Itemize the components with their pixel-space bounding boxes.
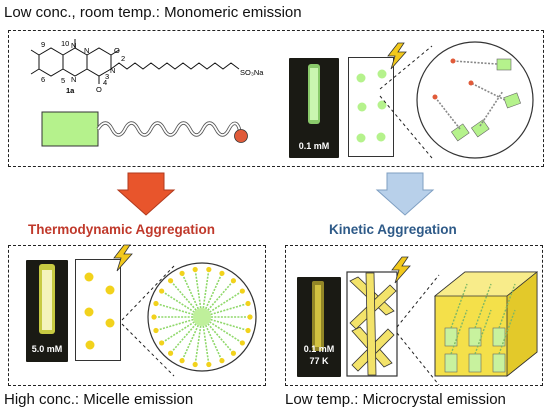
micelle-head (230, 350, 237, 356)
vial-monomer: 0.1 mM (289, 58, 339, 158)
compound-label: 1a (66, 86, 75, 95)
sulfonate-label: SO₃Na (240, 68, 264, 77)
atom-label: 2 (121, 54, 125, 63)
crystal-tail (474, 283, 492, 329)
crystal-chromophore (444, 353, 458, 373)
micelle-head (245, 327, 251, 334)
zoom-lines-micelle (121, 265, 175, 377)
atom-label: 10 (61, 39, 69, 48)
vial-monomer-glow (308, 64, 320, 124)
vial-micelle: 5.0 mM (26, 260, 68, 362)
crystal-tail (450, 309, 468, 355)
microcrystal-panel (285, 245, 543, 386)
atom-label: 6 (41, 75, 45, 84)
atom-label: N (71, 41, 76, 50)
micelle-head (245, 300, 251, 307)
atom-label: 5 (61, 76, 65, 85)
micelle-head (247, 314, 253, 320)
micelle-head (239, 288, 245, 294)
monomer-dots (356, 69, 387, 143)
atom-label: 4 (103, 78, 107, 87)
micelle-dots (84, 272, 115, 350)
micelle-head (151, 314, 157, 320)
chromophore-head (41, 111, 99, 147)
atom-label: N (84, 46, 89, 55)
monomer-cartoon (41, 111, 248, 147)
micelle-head (219, 358, 225, 364)
vial-microcrystal: 0.1 mM 77 K (297, 277, 341, 377)
atom-label: N (110, 66, 115, 75)
micelle-head (167, 278, 174, 284)
crystal-tail (498, 309, 516, 355)
micelle-head (159, 288, 165, 294)
micelle-head (192, 361, 198, 368)
zoom-lines-crystal (396, 274, 440, 386)
vial-microcrystal-glow (312, 281, 324, 351)
crystal-chromophore (492, 353, 506, 373)
micelle-head (219, 270, 225, 276)
vial-monomer-label: 0.1 mM (298, 141, 330, 151)
micelle-head (230, 278, 237, 284)
micelle-zoom-circle (147, 262, 257, 372)
lightning-icon (391, 256, 411, 284)
bottom-left-caption: High conc.: Micelle emission (4, 391, 194, 408)
micelle-dots-panel (75, 259, 121, 361)
sulfonate-dot (234, 129, 248, 143)
crystal-chromophore (468, 353, 482, 373)
micelle-spoke (210, 303, 247, 316)
kinetic-heading: Kinetic Aggregation (329, 222, 457, 237)
micelle-spoke (162, 291, 195, 313)
atom-label: O (114, 46, 120, 55)
atom-label: O (96, 85, 102, 94)
zoom-lines-top (379, 45, 433, 159)
bottom-right-caption: Low temp.: Microcrystal emission (285, 391, 506, 408)
vial-microcrystal-label-2: 77 K (309, 356, 329, 366)
micelle-head (179, 270, 185, 276)
micelle-head (239, 340, 245, 346)
down-arrow-icon (375, 172, 435, 216)
crystal-tail (450, 283, 468, 329)
micelle-head (206, 266, 212, 273)
micelle-head (159, 340, 165, 346)
micelle-head (206, 361, 212, 368)
microcrystal-rods (346, 271, 398, 377)
micelle-spoke (210, 318, 247, 331)
monomer-panel (8, 30, 544, 167)
lightning-icon (387, 42, 407, 70)
micelle-spoke (209, 321, 242, 343)
monomer-zoom-circle (416, 41, 534, 159)
atom-label: 3 (105, 72, 109, 81)
crystal-tail (474, 309, 492, 355)
micelle-spoke (171, 323, 197, 353)
atom-label: N (71, 75, 76, 84)
micelle-head (153, 300, 159, 307)
micelle-spoke (207, 323, 233, 353)
top-caption: Low conc., room temp.: Monomeric emissio… (4, 4, 302, 21)
micelle-spoke (209, 291, 242, 313)
monomer-dots-panel (348, 57, 394, 157)
atom-label: 9 (41, 40, 45, 49)
micelle-head (153, 327, 159, 334)
micelle-spoke (162, 321, 195, 343)
vial-micelle-label: 5.0 mM (31, 344, 63, 354)
microcrystal-packing (433, 271, 539, 377)
flavin-structure: N 10 N O N N O 9 6 5 3 2 4 SO₃Na 1a (30, 39, 264, 95)
micelle-spoke (171, 281, 197, 311)
vial-microcrystal-label-1: 0.1 mM (303, 344, 335, 354)
down-arrow-icon (116, 172, 176, 216)
micelle-head (167, 350, 174, 356)
micelle-head (179, 358, 185, 364)
micelle-head (192, 266, 198, 273)
vial-micelle-glow (39, 264, 55, 334)
lightning-icon (113, 244, 133, 272)
micelle-spoke (207, 281, 233, 311)
micelle-panel (8, 245, 266, 386)
thermodynamic-heading: Thermodynamic Aggregation (28, 222, 216, 237)
crystal-tail (498, 283, 516, 329)
